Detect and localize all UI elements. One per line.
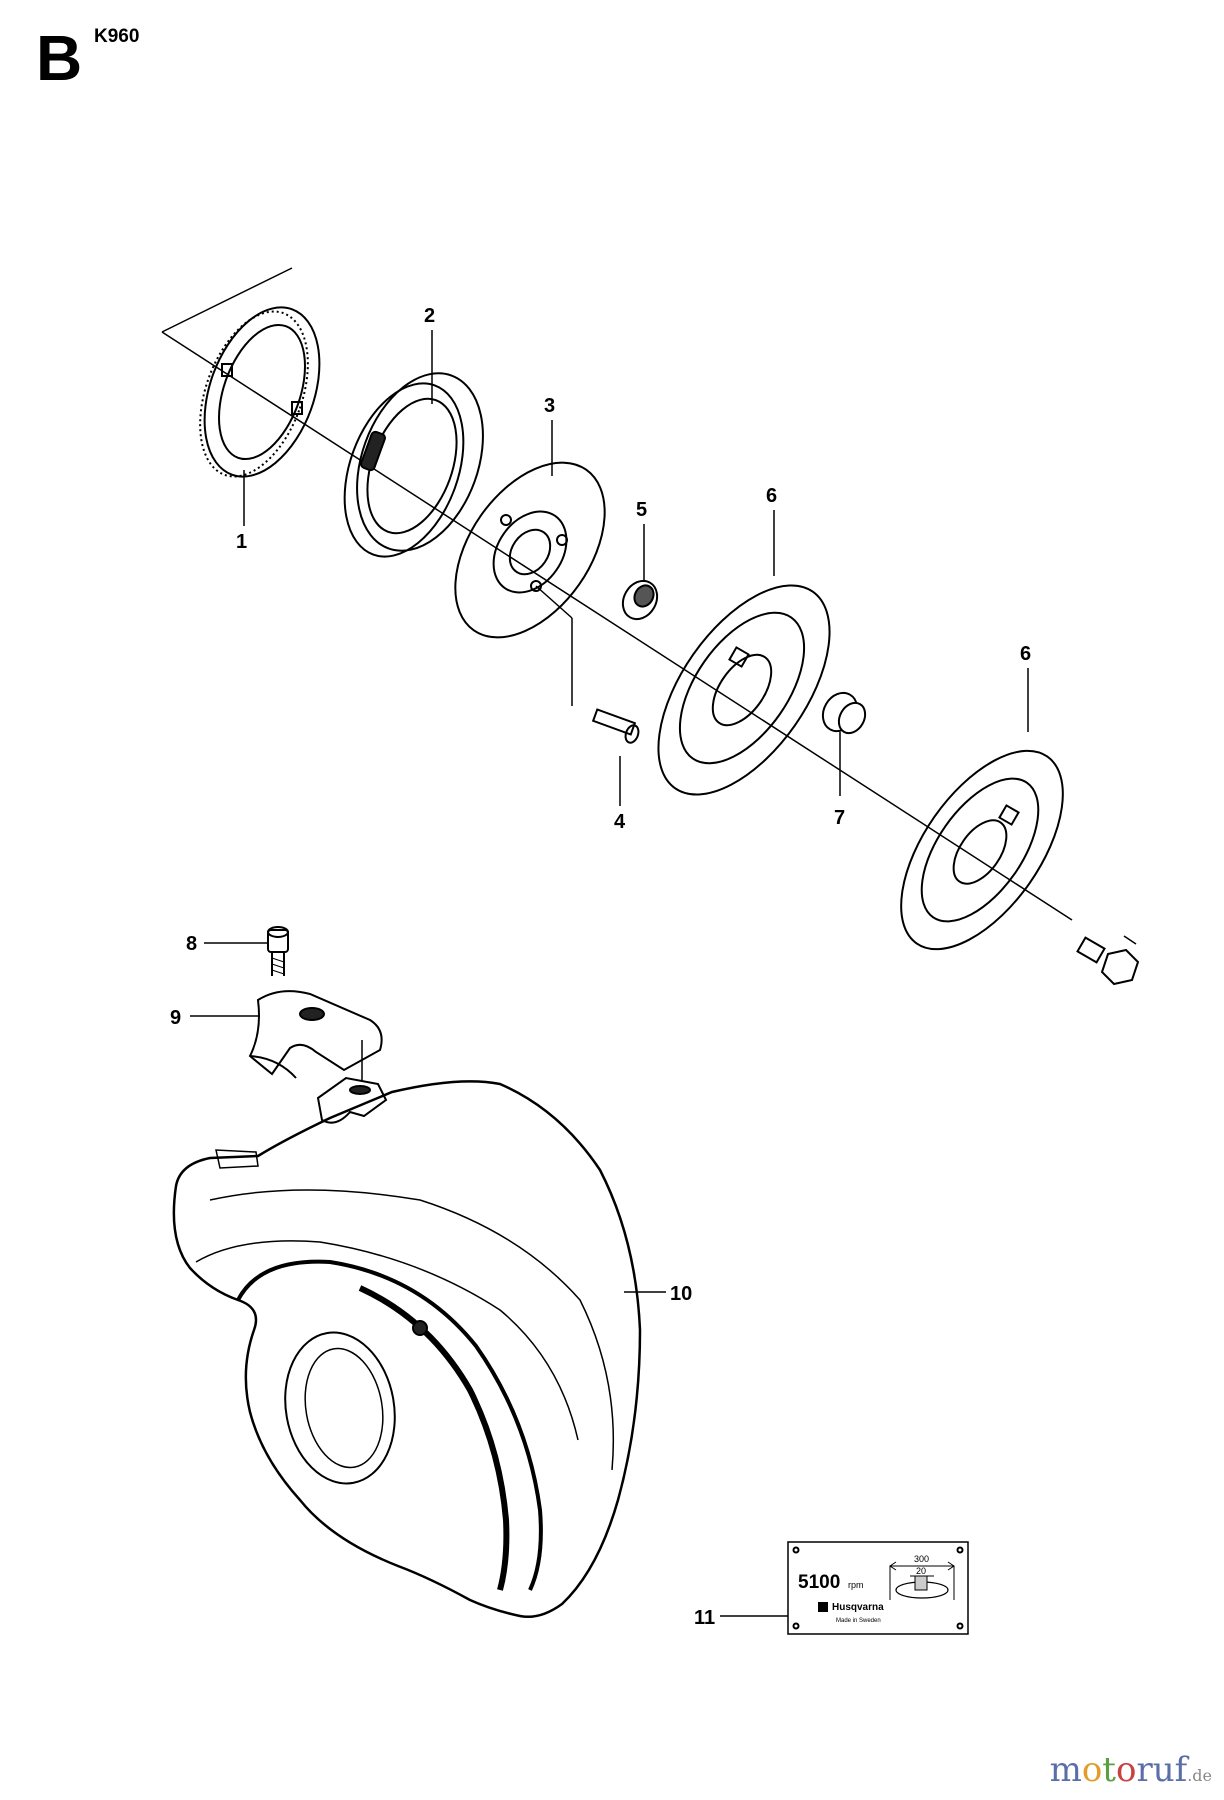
callout-2: 2 xyxy=(424,305,435,327)
watermark-t: t xyxy=(1102,1750,1116,1790)
decal-brand: Husqvarna xyxy=(832,1602,884,1613)
callout-8: 8 xyxy=(186,933,197,955)
part-2-housing xyxy=(343,372,484,558)
part-11-decal xyxy=(787,1541,969,1635)
part-6-flange-washer-b xyxy=(900,749,1064,951)
watermark-r: r xyxy=(1136,1750,1153,1790)
husqvarna-logo-icon xyxy=(818,1602,828,1612)
callout-6a: 6 xyxy=(766,485,777,507)
callout-1: 1 xyxy=(236,531,247,553)
callout-9: 9 xyxy=(170,1007,181,1029)
watermark: motoruf.de xyxy=(1050,1750,1212,1790)
part-4-screw xyxy=(535,585,640,744)
part-5-washer xyxy=(621,579,659,621)
part-8-screw xyxy=(267,926,289,976)
part-6-flange-washer-a xyxy=(657,584,831,796)
sheet-letter: B xyxy=(36,22,83,94)
watermark-o1: o xyxy=(1081,1750,1103,1790)
callout-3: 3 xyxy=(544,395,555,417)
watermark-o2: o xyxy=(1115,1750,1137,1790)
part-10-blade-guard xyxy=(172,1076,642,1618)
callout-4: 4 xyxy=(614,811,626,833)
callout-6b: 6 xyxy=(1020,643,1031,665)
decal-rpm-value: 5100 xyxy=(798,1572,840,1593)
watermark-tld: .de xyxy=(1187,1766,1212,1785)
model-label: K960 xyxy=(94,26,140,47)
part-9-clamp xyxy=(248,990,383,1079)
decal-origin: Made in Sweden xyxy=(836,1618,881,1624)
callout-7: 7 xyxy=(834,807,845,829)
callout-11: 11 xyxy=(694,1607,715,1629)
watermark-m: m xyxy=(1049,1750,1082,1790)
decal-dim-inner: 20 xyxy=(916,1566,926,1576)
callout-5: 5 xyxy=(636,499,647,521)
watermark-suffix: uf xyxy=(1152,1750,1188,1790)
part-3-flange xyxy=(454,461,606,639)
decal-dim-outer: 300 xyxy=(914,1554,929,1564)
part-1-ring xyxy=(199,306,321,478)
callout-10: 10 xyxy=(670,1283,692,1305)
assembly-axis xyxy=(161,331,1073,921)
decal-rpm-unit: rpm xyxy=(848,1580,864,1590)
part-7-bushing xyxy=(821,691,867,735)
blade-bolt xyxy=(1076,935,1140,986)
assembly-axis-line xyxy=(161,267,293,333)
